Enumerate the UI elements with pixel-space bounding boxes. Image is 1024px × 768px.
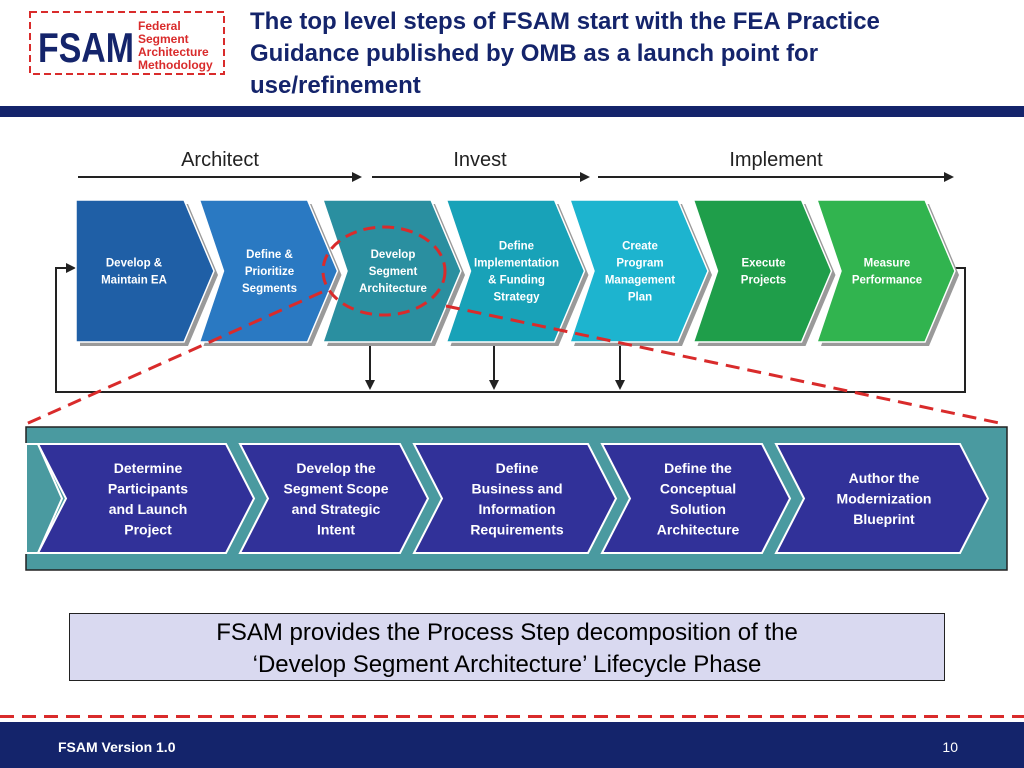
sub-step-develop-the-segment-scope-and-strategic-intent (238, 443, 430, 554)
fsam-logo: FSAM Federal Segment Architecture Method… (29, 11, 225, 75)
highlight-oval (321, 225, 447, 317)
lifecycle-step-measure-performance-label: Measure (864, 258, 911, 270)
decomposition-lead-chevron (25, 443, 64, 554)
slide-title-line-1: The top level steps of FSAM start with t… (250, 8, 880, 35)
lifecycle-step-execute-projects (692, 199, 833, 343)
slide-title: The top level steps of FSAM start with t… (250, 6, 1010, 102)
sub-step-develop-the-segment-scope-and-strategic-intent-label: Intent (317, 521, 355, 537)
lifecycle-step-define-implementation-funding-strategy (445, 199, 586, 343)
lifecycle-step-execute-projects-label: Execute (741, 258, 785, 270)
sub-step-determine-participants-and-launch-project-label: Project (124, 521, 172, 537)
lifecycle-step-develop-maintain-ea (75, 199, 215, 343)
lifecycle-step-measure-performance-label: Performance (852, 275, 922, 287)
sub-step-define-the-conceptual-solution-architecture-label: Conceptual (660, 480, 736, 496)
sub-step-define-the-conceptual-solution-architecture-label: Define the (664, 460, 732, 476)
sub-step-develop-the-segment-scope-and-strategic-intent-label: Develop the (296, 460, 376, 476)
lifecycle-step-create-program-management-plan-label: Create (622, 241, 658, 253)
lifecycle-step-create-program-management-plan-label: Program (616, 258, 663, 270)
sub-step-author-the-modernization-blueprint-label: Blueprint (853, 511, 915, 527)
slide-title-line-2: Guidance published by OMB as a launch po… (250, 40, 819, 67)
footer-version: FSAM Version 1.0 (58, 739, 176, 755)
footer-dashed-rule (0, 715, 1024, 718)
lifecycle-step-define-implementation-funding-strategy-label: Implementation (474, 258, 559, 270)
sub-step-define-the-conceptual-solution-architecture-label: Architecture (657, 521, 740, 537)
sub-step-define-business-and-information-requirements-label: Business and (471, 480, 562, 496)
footer-bar (0, 722, 1024, 768)
lifecycle-step-create-program-management-plan-label: Plan (628, 292, 652, 304)
lifecycle-step-develop-segment-architecture-label: Architecture (359, 283, 427, 295)
lifecycle-step-develop-maintain-ea-label: Develop & (106, 258, 162, 270)
summary-line-2: ‘Develop Segment Architecture’ Lifecycle… (252, 651, 762, 678)
sub-step-determine-participants-and-launch-project-label: and Launch (109, 501, 188, 517)
phase-label-architect: Architect (181, 149, 259, 171)
lifecycle-diagram: Architect Invest Implement Develop & Main… (25, 149, 1008, 571)
lifecycle-step-measure-performance (815, 199, 956, 343)
sub-step-author-the-modernization-blueprint-label: Author the (849, 470, 920, 486)
sub-step-define-the-conceptual-solution-architecture-label: Solution (670, 501, 726, 517)
zoom-line-right (445, 304, 1005, 426)
lifecycle-step-develop-segment-architecture (321, 199, 462, 343)
sub-step-determine-participants-and-launch-project-label: Determine (114, 460, 183, 476)
sub-step-author-the-modernization-blueprint-label: Modernization (837, 491, 932, 507)
lifecycle-step-develop-segment-architecture-label: Develop (371, 249, 416, 261)
sub-step-define-business-and-information-requirements-label: Requirements (470, 521, 564, 537)
logo-tagline-4: Methodology (138, 58, 213, 72)
summary-box: FSAM provides the Process Step decomposi… (69, 613, 945, 681)
sub-step-author-the-modernization-blueprint (774, 443, 990, 554)
lifecycle-step-define-implementation-funding-strategy-label: Define (499, 241, 534, 253)
sub-step-determine-participants-and-launch-project-label: Participants (108, 480, 188, 496)
lifecycle-step-define-prioritize-segments-label: Define & (246, 249, 293, 261)
slide-title-line-3: use/refinement (250, 72, 421, 99)
logo-tagline-3: Architecture (138, 45, 209, 59)
sub-step-define-business-and-information-requirements (412, 443, 618, 554)
lifecycle-step-define-implementation-funding-strategy-label: & Funding (488, 275, 545, 287)
sub-step-define-business-and-information-requirements-label: Information (479, 501, 556, 517)
summary-line-1: FSAM provides the Process Step decomposi… (216, 619, 798, 646)
feedback-loop-line (55, 263, 966, 393)
lifecycle-step-define-prioritize-segments-label: Segments (242, 283, 297, 295)
sub-step-develop-the-segment-scope-and-strategic-intent-label: Segment Scope (283, 480, 388, 496)
lifecycle-step-define-implementation-funding-strategy-label: Strategy (493, 292, 540, 304)
lifecycle-step-define-prioritize-segments-label: Prioritize (245, 266, 294, 278)
lifecycle-step-develop-segment-architecture-label: Segment (369, 266, 418, 278)
lifecycle-step-define-prioritize-segments (198, 199, 339, 343)
phase-label-invest: Invest (453, 149, 507, 171)
sub-step-determine-participants-and-launch-project (36, 443, 256, 554)
sub-step-define-business-and-information-requirements-label: Define (496, 460, 539, 476)
title-rule (0, 106, 1024, 117)
zoom-line-left (25, 290, 323, 426)
sub-step-develop-the-segment-scope-and-strategic-intent-label: and Strategic (292, 501, 381, 517)
page-number: 10 (942, 739, 958, 755)
phase-label-implement: Implement (729, 149, 823, 171)
logo-tagline-1: Federal (138, 19, 181, 33)
lifecycle-step-develop-maintain-ea-label: Maintain EA (101, 275, 167, 287)
lifecycle-step-execute-projects-label: Projects (741, 275, 786, 287)
lifecycle-step-create-program-management-plan-label: Management (605, 275, 675, 287)
lifecycle-step-create-program-management-plan (568, 199, 709, 343)
sub-step-define-the-conceptual-solution-architecture (600, 443, 792, 554)
logo-mark: FSAM (38, 24, 134, 71)
logo-tagline-2: Segment (138, 32, 189, 46)
